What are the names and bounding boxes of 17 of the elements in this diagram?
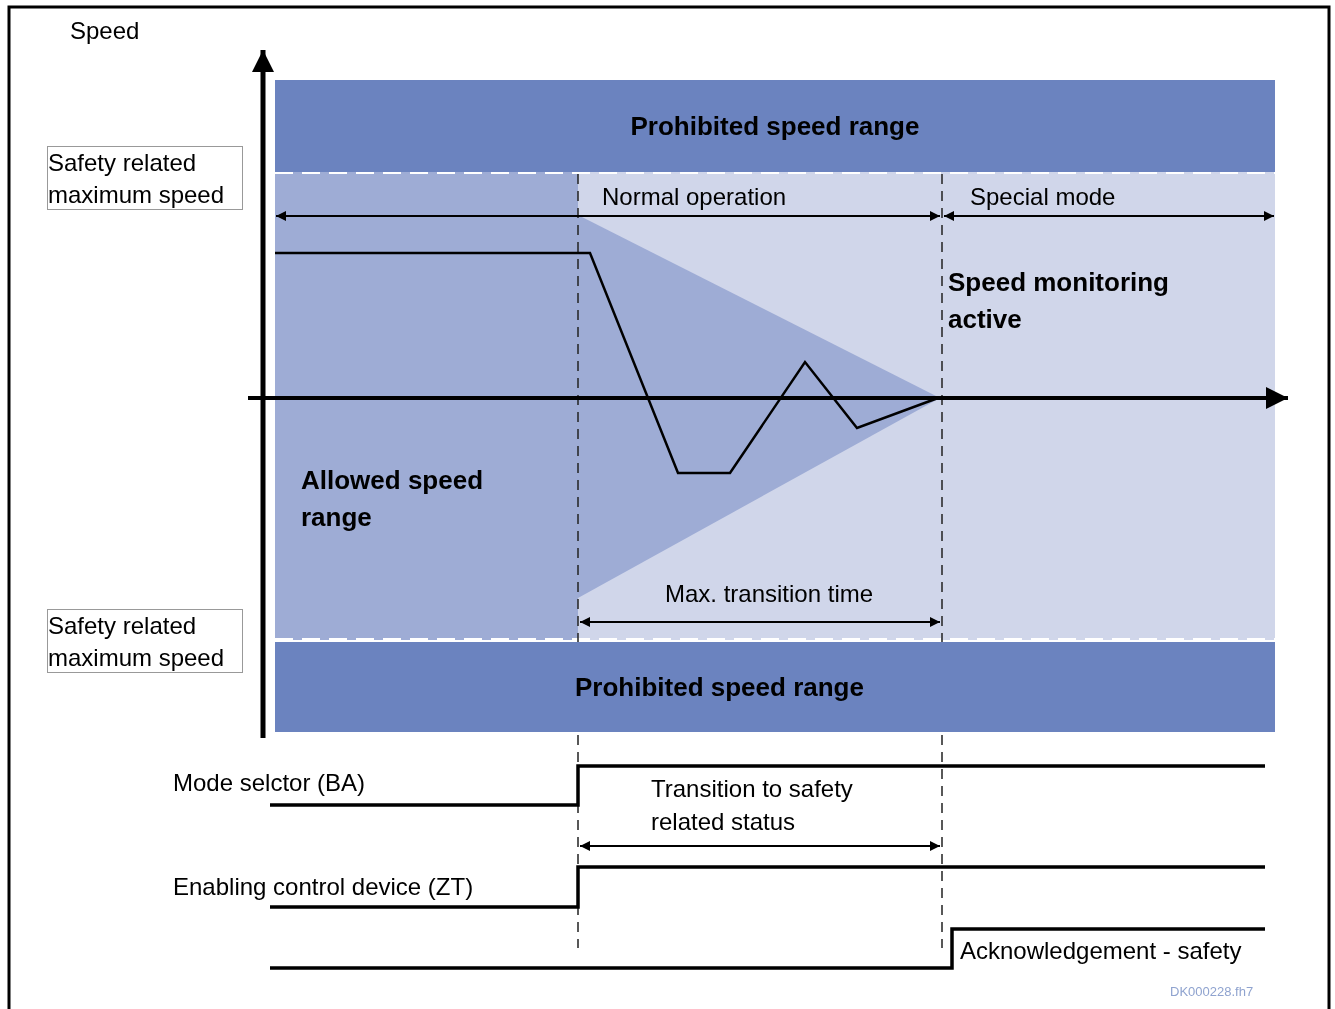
- band-label: Prohibited speed range: [630, 109, 920, 143]
- prohibited-band: [275, 642, 1275, 732]
- dimension-label: Max. transition time: [665, 579, 875, 609]
- phase-label: Special mode: [970, 182, 1117, 212]
- speed-limit-label: Safety related maximum speed: [47, 609, 243, 673]
- band-label: Prohibited speed range: [575, 670, 864, 704]
- axis-label: Speed: [70, 16, 141, 46]
- region-label: Speed monitoring active: [948, 266, 1170, 336]
- signal-label: Enabling control device (ZT): [173, 872, 475, 902]
- phase-label: Normal operation: [602, 182, 788, 212]
- prohibited-band: [275, 80, 1275, 172]
- dimension-label: Transition to safety related status: [651, 774, 854, 837]
- signal-label: Acknowledgement - safety: [960, 936, 1243, 966]
- speed-limit-label: Safety related maximum speed: [47, 146, 243, 210]
- drawing-code: DK000228.fh7: [1170, 983, 1255, 1001]
- signal-label: Mode selctor (BA): [173, 768, 367, 798]
- region-label: Allowed speed range: [301, 464, 485, 534]
